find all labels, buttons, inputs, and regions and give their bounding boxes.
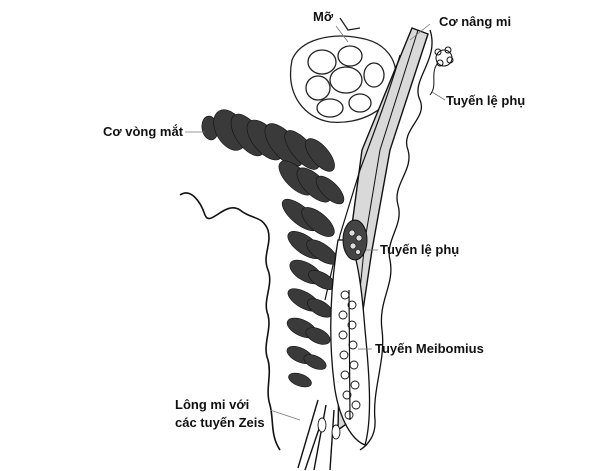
accessory-lacrimal-gland-top [429, 46, 454, 96]
label-fat: Mỡ [313, 9, 334, 24]
tarsal-plate [330, 239, 371, 446]
label-lashes-line2: các tuyến Zeis [175, 415, 265, 430]
meibomian-gland-acini [338, 289, 361, 421]
label-accessory-lacrimal-top: Tuyến lệ phụ [446, 93, 526, 108]
skin-outline [179, 192, 281, 451]
zeis-glands [317, 417, 341, 440]
label-orbicularis: Cơ vòng mắt [103, 124, 184, 139]
label-lashes-line1: Lông mi với [175, 397, 250, 412]
orbicularis-muscle [201, 109, 345, 388]
conjunctiva-line [359, 29, 433, 451]
label-lashes: Lông mi với các tuyến Zeis [175, 396, 295, 432]
leader-lines [185, 23, 446, 421]
label-levator: Cơ nâng mi [439, 14, 512, 29]
accessory-lacrimal-gland-mid [342, 219, 368, 261]
label-meibomian: Tuyến Meibomius [375, 341, 484, 356]
label-accessory-lacrimal-mid: Tuyến lệ phụ [380, 242, 460, 257]
eyelashes [297, 399, 335, 471]
